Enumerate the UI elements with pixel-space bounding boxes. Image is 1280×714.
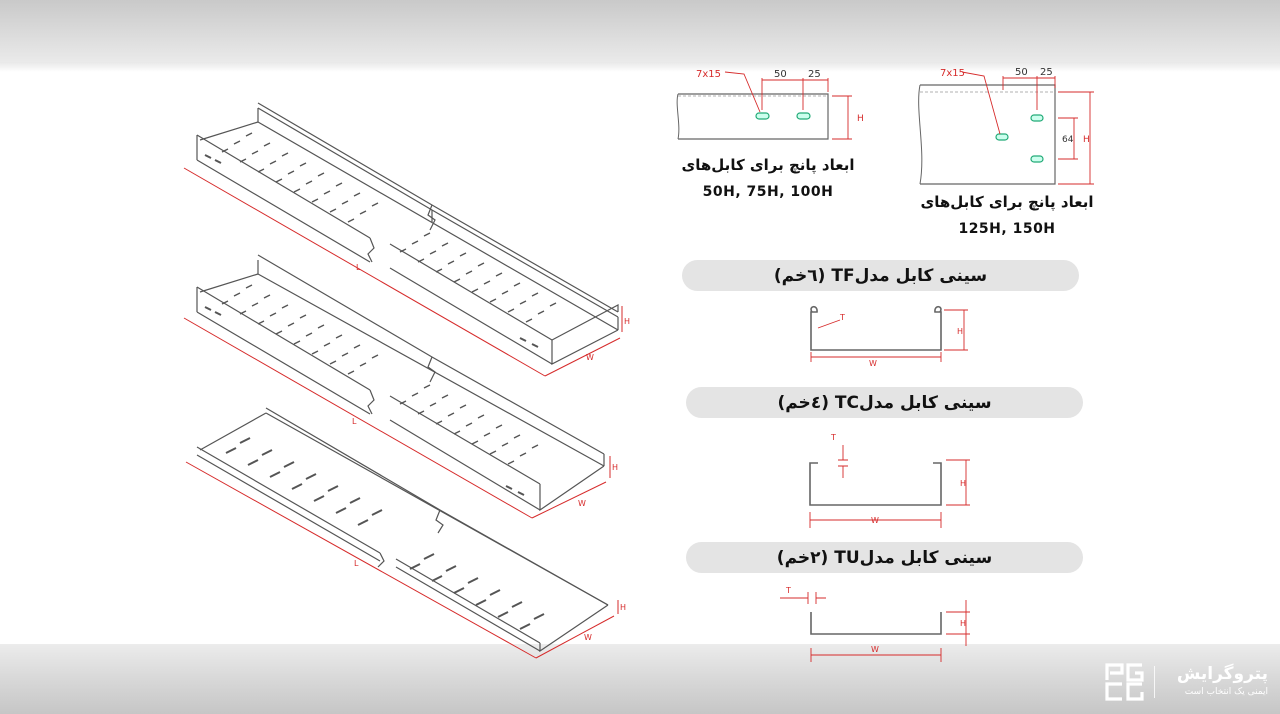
- punch-left-caption-text: ابعاد پانچ برای کابل‌های: [681, 156, 855, 174]
- iso-length-label-3: L: [354, 559, 359, 568]
- iso-dims-tf: [183, 167, 623, 377]
- punch-left-slot-label: 7x15: [696, 69, 721, 80]
- profile-tf-h: H: [957, 327, 963, 336]
- profile-tc: [809, 445, 970, 528]
- iso-dims-tc: [183, 317, 611, 519]
- punch-detail-right: [918, 71, 1094, 185]
- profile-tc-t: T: [830, 433, 836, 442]
- iso-width-label-3: W: [584, 633, 592, 642]
- punch-right-spacing: 64: [1062, 135, 1074, 145]
- punch-right-caption: ابعاد پانچ برای کابل‌های 125H, 150H: [912, 193, 1102, 237]
- punch-left-dim-a: 50: [774, 69, 787, 80]
- profile-tf-t: T: [839, 313, 845, 322]
- iso-height-label-2: H: [612, 463, 618, 472]
- model-tf-title: سینی کابل مدلTF (٦خم): [682, 260, 1079, 291]
- slot-rows-1: [221, 132, 557, 323]
- iso-dims-tu: [185, 461, 619, 659]
- profile-tc-w: W: [871, 516, 879, 525]
- brand-tagline: ایمنی یک انتخاب است: [1184, 687, 1268, 697]
- iso-tray-tf: [196, 102, 619, 365]
- top-banner: [0, 0, 1280, 66]
- top-banner-edge: [0, 62, 1280, 72]
- brand-logo: پتروگرایش ایمنی یک انتخاب است: [1104, 660, 1274, 706]
- iso-tray-tc: [196, 254, 605, 512]
- punch-right-caption-text: ابعاد پانچ برای کابل‌های: [920, 193, 1094, 211]
- brand-separator: [1154, 666, 1155, 698]
- punch-right-slot-label: 7x15: [940, 68, 965, 79]
- iso-length-label-1: L: [356, 263, 361, 272]
- iso-height-label-3: H: [620, 603, 626, 612]
- iso-length-label-2: L: [352, 417, 357, 426]
- punch-left-dim-b: 25: [808, 69, 821, 80]
- profile-tu-t: T: [785, 586, 791, 595]
- punch-right-dim-a: 50: [1015, 67, 1028, 78]
- punch-right-dim-b: 25: [1040, 67, 1053, 78]
- punch-left-height: H: [857, 114, 864, 124]
- punch-right-height: H: [1083, 135, 1090, 145]
- profile-tu-h: H: [960, 619, 966, 628]
- iso-width-label-2: W: [578, 499, 586, 508]
- model-tc-title: سینی کابل مدلTC (٤خم): [686, 387, 1083, 418]
- punch-left-sizes: 50H, 75H, 100H: [702, 184, 834, 200]
- bottom-banner: [0, 644, 1280, 714]
- punch-right-sizes: 125H, 150H: [958, 221, 1056, 237]
- profile-tu-w: W: [871, 645, 879, 654]
- profile-tu: [780, 592, 970, 662]
- iso-height-label-1: H: [624, 317, 630, 326]
- model-tu-title: سینی کابل مدلTU (٢خم): [686, 542, 1083, 573]
- punch-left-caption: ابعاد پانچ برای کابل‌های 50H, 75H, 100H: [676, 156, 860, 200]
- profile-tf: [810, 305, 968, 362]
- brand-mark-icon: [1105, 663, 1144, 701]
- brand-name: پتروگرایش: [1176, 664, 1268, 684]
- iso-width-label-1: W: [586, 353, 594, 362]
- profile-tf-w: W: [869, 359, 877, 368]
- punch-detail-left: [676, 71, 852, 140]
- iso-tray-tu: [196, 407, 609, 653]
- profile-tc-h: H: [960, 479, 966, 488]
